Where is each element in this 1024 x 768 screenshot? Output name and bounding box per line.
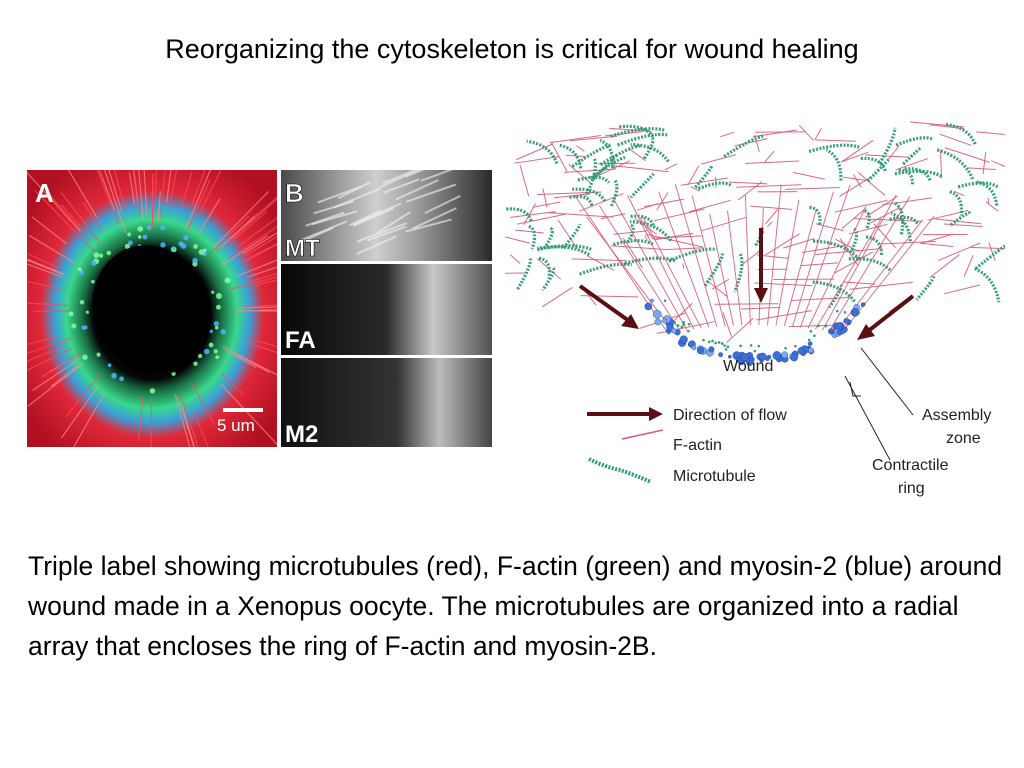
- panel-b-label: B: [285, 178, 304, 208]
- contractile-ring-label-line2: ring: [898, 480, 925, 497]
- strip-fa-label: FA: [285, 327, 316, 354]
- flow-arrows: [578, 228, 915, 340]
- wound-label: Wound: [723, 358, 773, 375]
- panel-a-label: A: [35, 178, 54, 208]
- legend: Direction of flow F-actin Microtubule: [587, 407, 787, 485]
- strip-mt-filaments: [298, 170, 461, 255]
- strip-mt-label: MT: [285, 235, 320, 262]
- slide-caption: Triple label showing microtubules (red),…: [28, 551, 1003, 661]
- legend-factin-label: F-actin: [673, 437, 722, 454]
- slide-title: Reorganizing the cytoskeleton is critica…: [165, 34, 859, 64]
- strip-fa-image: [281, 264, 492, 355]
- contractile-ring-label-line1: Contractile: [872, 457, 949, 474]
- strip-m2-label: M2: [285, 421, 318, 447]
- annotation-leaders: [844, 347, 914, 461]
- strip-m2-image: [281, 358, 492, 447]
- assembly-zone-label-line1: Assembly: [922, 407, 991, 424]
- cytoskeleton-diagram: Wound Direction of flow F-actin Microtub…: [505, 121, 1005, 497]
- legend-microtubule-label: Microtubule: [673, 468, 756, 485]
- wound-hole: [92, 245, 212, 375]
- wound-micrograph: A 5 um B MT FA M2: [27, 170, 492, 447]
- filament-network: [505, 121, 1005, 343]
- legend-flow-label: Direction of flow: [673, 407, 787, 424]
- scale-bar-label: 5 um: [217, 416, 255, 435]
- contractile-ring-dots: [644, 298, 866, 366]
- assembly-zone-label-line2: zone: [946, 430, 981, 447]
- scale-bar: [223, 408, 263, 412]
